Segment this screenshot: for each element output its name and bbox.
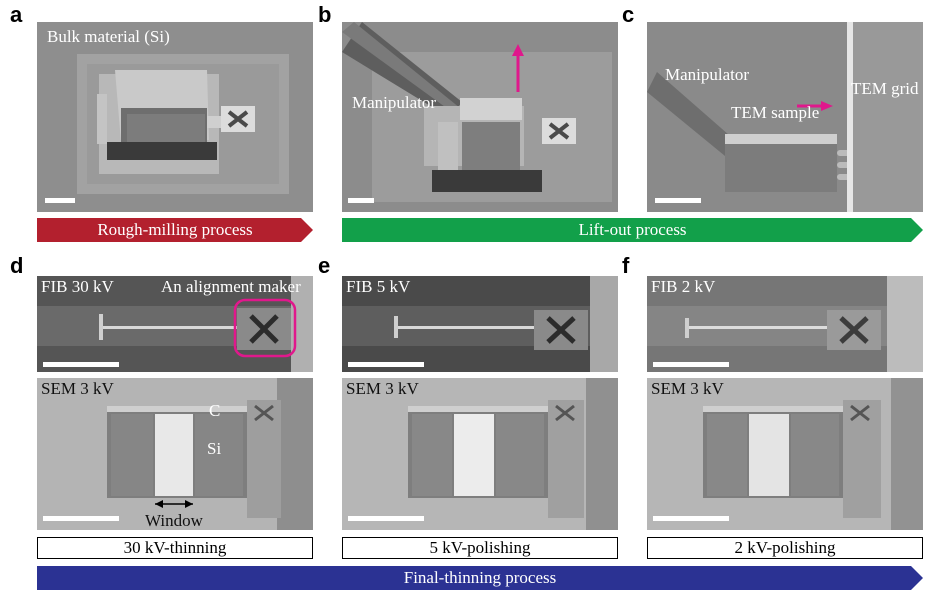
sem-voltage-label: SEM 3 kV <box>346 379 419 398</box>
manipulator-label: Manipulator <box>665 65 750 84</box>
scale-bar <box>653 516 729 521</box>
panel-letter-f: f <box>622 253 630 278</box>
panel-f-sem-image: SEM 3 kV <box>647 378 923 530</box>
lift-out-process-arrow: Lift-out process <box>342 218 923 242</box>
panel-e-fib-image: FIB 5 kV <box>342 276 618 372</box>
panel-letter-a: a <box>10 2 23 27</box>
scale-bar <box>45 198 75 203</box>
fib-voltage-label: FIB 5 kV <box>346 277 411 296</box>
scale-bar <box>348 362 424 367</box>
rough-milling-process-arrow: Rough-milling process <box>37 218 313 242</box>
panel-a-sem-image: Bulk material (Si) <box>37 22 313 212</box>
final-thinning-process-label: Final-thinning process <box>403 568 557 587</box>
sem-voltage-label: SEM 3 kV <box>41 379 114 398</box>
scale-bar <box>348 516 424 521</box>
carbon-label: C <box>209 401 221 420</box>
panel-d-sem-image: SEM 3 kV C Si Window <box>37 378 313 530</box>
panel-c-sem-image: Manipulator TEM sample TEM grid <box>647 22 923 212</box>
panel-letter-c: c <box>622 2 635 27</box>
panel-d-fib-image: FIB 30 kV An alignment maker <box>37 276 313 372</box>
panel-letter-e: e <box>318 253 331 278</box>
lift-out-process-label: Lift-out process <box>578 220 687 239</box>
scale-bar <box>655 198 701 203</box>
polishing-2kv-caption: 2 kV-polishing <box>647 537 923 559</box>
fib-voltage-label: FIB 30 kV <box>41 277 114 296</box>
sem-voltage-label: SEM 3 kV <box>651 379 724 398</box>
thinning-30kv-caption: 30 kV-thinning <box>37 537 313 559</box>
panel-f-fib-image: FIB 2 kV <box>647 276 923 372</box>
final-thinning-process-arrow: Final-thinning process <box>37 566 923 590</box>
panel-b-sem-image: Manipulator <box>342 22 618 212</box>
bulk-material-label: Bulk material (Si) <box>47 27 170 46</box>
alignment-marker-label: An alignment maker <box>161 277 301 296</box>
tem-grid-label: TEM grid <box>851 79 919 98</box>
fib-voltage-label: FIB 2 kV <box>651 277 716 296</box>
silicon-label: Si <box>207 439 222 458</box>
polishing-5kv-caption: 5 kV-polishing <box>342 537 618 559</box>
scale-bar <box>348 198 374 203</box>
rough-milling-process-label: Rough-milling process <box>97 220 253 239</box>
panel-letter-d: d <box>10 253 24 278</box>
panel-e-sem-image: SEM 3 kV <box>342 378 618 530</box>
manipulator-label: Manipulator <box>352 93 437 112</box>
scale-bar <box>43 362 119 367</box>
window-label: Window <box>145 511 203 530</box>
tem-sample-label: TEM sample <box>731 103 820 122</box>
scale-bar <box>43 516 119 521</box>
scale-bar <box>653 362 729 367</box>
panel-letter-b: b <box>318 2 332 27</box>
